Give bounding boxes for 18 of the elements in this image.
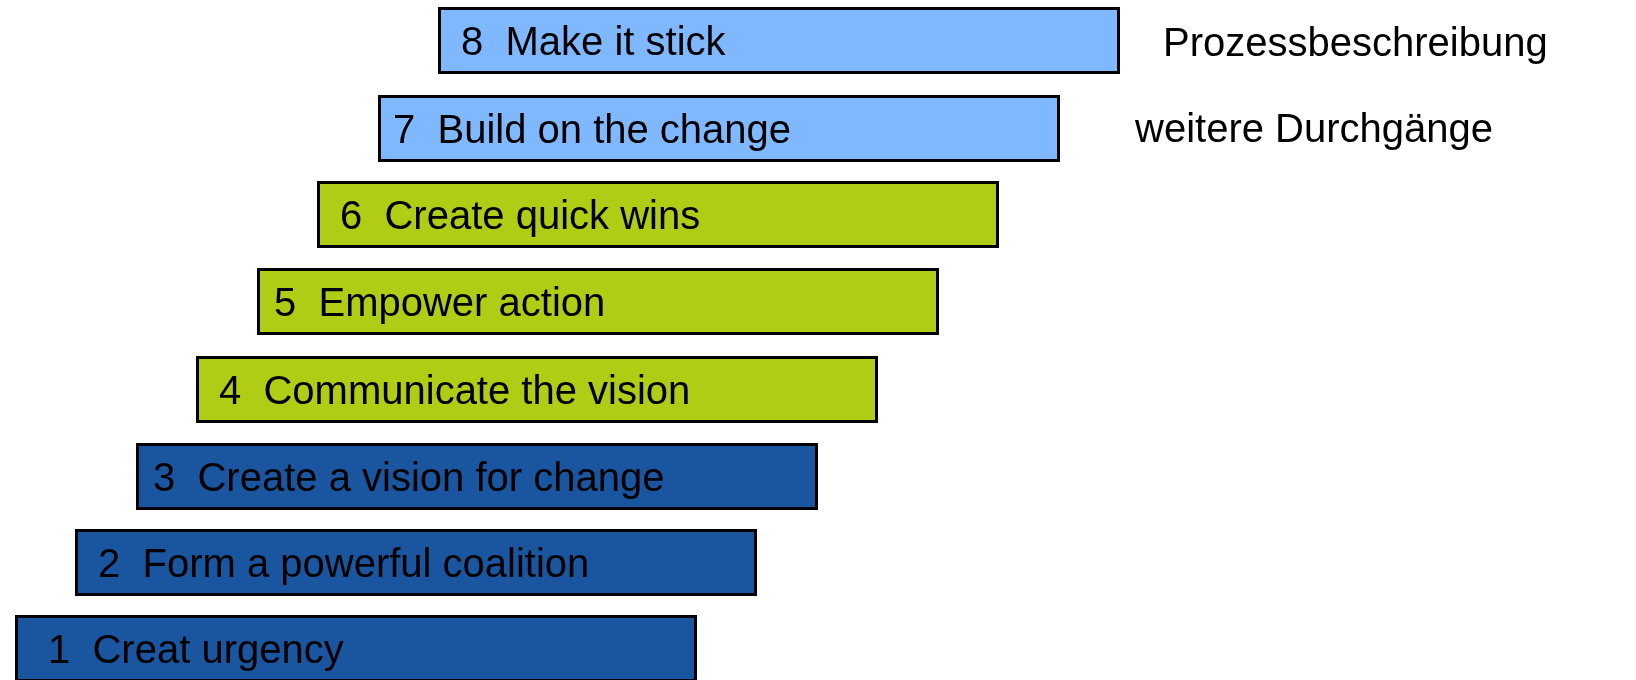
step-label: 6 Create quick wins	[340, 194, 701, 235]
step-label: 7 Build on the change	[393, 108, 792, 149]
step-box	[136, 443, 818, 510]
step-box	[378, 95, 1060, 162]
step-label: 2 Form a powerful coalition	[98, 542, 590, 583]
step-box	[196, 356, 878, 423]
step-box	[75, 529, 757, 596]
step-label: 3 Create a vision for change	[153, 456, 665, 497]
step-label: 8 Make it stick	[461, 20, 726, 61]
step-label: 4 Communicate the vision	[219, 369, 691, 410]
side-note: Prozessbeschreibung	[1163, 22, 1548, 62]
side-note: weitere Durchgänge	[1135, 108, 1493, 148]
step-box	[15, 615, 697, 680]
step-box	[257, 268, 939, 335]
step-box	[317, 181, 999, 248]
step-label: 1 Creat urgency	[48, 628, 344, 669]
step-label: 5 Empower action	[274, 281, 606, 322]
step-box	[438, 7, 1120, 74]
